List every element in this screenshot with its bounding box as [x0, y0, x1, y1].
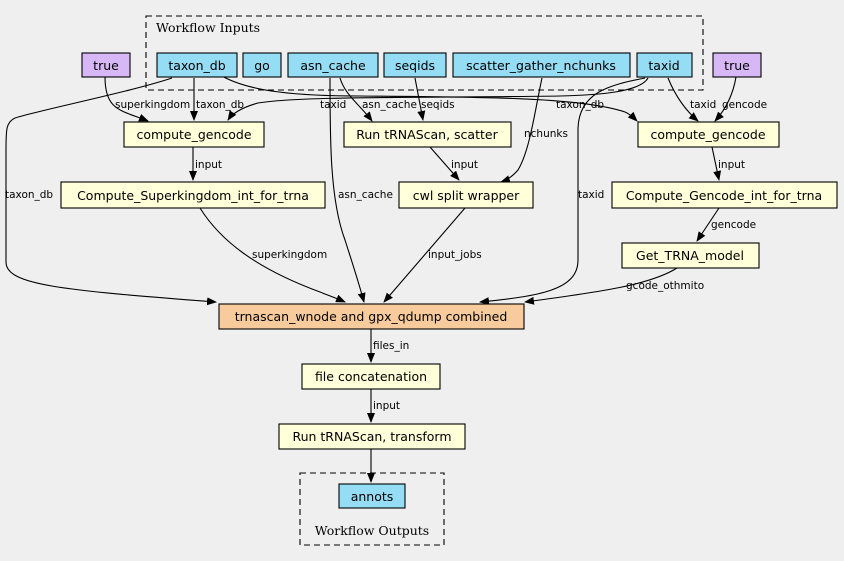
node-scatter-gather-nchunks-label: scatter_gather_nchunks: [466, 58, 616, 73]
edge-true-to-compute-gencode-left: [104, 76, 149, 122]
edge-label-taxid-mid: taxid: [578, 189, 604, 201]
edge-label-superkingdom-top: superkingdom: [115, 99, 190, 111]
edge-label-asn-cache-top: asn_cache: [362, 99, 417, 111]
node-file-concatenation[interactable]: file concatenation: [301, 363, 441, 390]
node-run-trnascan-scatter-label: Run tRNAScan, scatter: [356, 127, 498, 142]
edge-taxon-db-to-compute-gencode-right: [221, 75, 638, 122]
edge-gencode-int-to-trna-model: [696, 207, 720, 242]
input-nodes: true taxon_db go asn_cache seqids scatte…: [81, 52, 762, 78]
edge-label-input-concat: input: [373, 400, 400, 412]
edge-taxid-to-compute-gencode-right: [667, 77, 699, 122]
node-compute-gencode-left-label: compute_gencode: [136, 127, 251, 142]
step-nodes: compute_gencode Run tRNAScan, scatter co…: [60, 121, 838, 450]
edge-taxon-db-to-combined: [5, 77, 217, 306]
node-true-left[interactable]: true: [81, 52, 131, 78]
node-true-right[interactable]: true: [712, 52, 762, 78]
edge-asn-cache-to-scatter: [339, 77, 373, 122]
edge-seqids-to-scatter: [414, 77, 426, 121]
node-trnascan-combined-label: trnascan_wnode and gpx_qdump combined: [235, 309, 508, 324]
workflow-inputs-cluster: Workflow Inputs: [145, 15, 704, 91]
node-get-trna-model[interactable]: Get_TRNA_model: [621, 242, 760, 269]
node-compute-gencode-int[interactable]: Compute_Gencode_int_for_trna: [611, 181, 838, 209]
node-seqids-label: seqids: [395, 58, 435, 73]
node-compute-gencode-int-label: Compute_Gencode_int_for_trna: [626, 188, 822, 203]
edge-nchunks-to-split: [500, 77, 543, 183]
node-run-trnascan-transform-label: Run tRNAScan, transform: [292, 429, 451, 444]
edge-label-taxon-db-cgr: taxon_db: [556, 99, 604, 111]
node-run-trnascan-transform[interactable]: Run tRNAScan, transform: [278, 423, 466, 450]
node-asn-cache[interactable]: asn_cache: [287, 52, 379, 78]
edge-true-to-compute-gencode-right: [714, 76, 737, 122]
node-trnascan-combined[interactable]: trnascan_wnode and gpx_qdump combined: [218, 303, 525, 330]
node-asn-cache-label: asn_cache: [300, 58, 366, 73]
workflow-outputs-label: Workflow Outputs: [315, 523, 429, 538]
node-get-trna-model-label: Get_TRNA_model: [636, 248, 744, 263]
node-seqids[interactable]: seqids: [383, 52, 447, 78]
edge-scatter-to-split: [429, 146, 460, 181]
edge-taxid-to-combined: [479, 77, 646, 306]
edge-label-gcode-othmito: gcode_othmito: [626, 280, 704, 292]
edge-label-files-in: files_in: [373, 340, 409, 352]
node-annots-label: annots: [351, 489, 394, 504]
edge-cg-to-gencode-int: [711, 146, 722, 181]
edge-taxid-to-compute-gencode-left: [227, 77, 649, 121]
edge-label-input-split: input: [451, 159, 478, 171]
node-taxid[interactable]: taxid: [636, 52, 693, 78]
node-true-right-label: true: [724, 58, 750, 73]
edge-label-asn-cache-mid: asn_cache: [338, 189, 393, 201]
node-annots[interactable]: annots: [338, 483, 406, 509]
edge-trna-model-to-combined: [524, 267, 678, 305]
edge-label-seqids-top: seqids: [421, 99, 455, 111]
edge-label-gencode-top: gencode: [722, 99, 767, 111]
node-taxon-db[interactable]: taxon_db: [156, 52, 238, 78]
edge-label-taxid-cgl: taxid: [320, 99, 346, 111]
edge-label-taxon-db-cg: taxon_db: [196, 99, 244, 111]
node-compute-gencode-left[interactable]: compute_gencode: [123, 121, 265, 148]
edge-split-to-combined: [383, 207, 466, 303]
edge-superkingdom-to-combined: [199, 207, 346, 303]
node-taxid-label: taxid: [648, 58, 679, 73]
edge-label-taxid-cgr: taxid: [690, 99, 716, 111]
workflow-inputs-label: Workflow Inputs: [156, 20, 260, 35]
node-run-trnascan-scatter[interactable]: Run tRNAScan, scatter: [343, 121, 512, 148]
edge-label-taxon-db-left: taxon_db: [5, 189, 53, 201]
edge-label-input-gi: input: [718, 159, 745, 171]
node-file-concatenation-label: file concatenation: [315, 369, 427, 384]
edge-label-input-sk: input: [195, 159, 222, 171]
node-taxon-db-label: taxon_db: [168, 58, 225, 73]
node-compute-gencode-right-label: compute_gencode: [650, 127, 765, 142]
node-go[interactable]: go: [242, 52, 282, 78]
edge-label-input-jobs: input_jobs: [428, 249, 482, 261]
node-compute-superkingdom[interactable]: Compute_Superkingdom_int_for_trna: [60, 181, 326, 209]
edge-label-superkingdom-mid: superkingdom: [252, 249, 327, 261]
edges: superkingdom taxon_db taxid asn_cache se…: [5, 75, 767, 483]
node-compute-gencode-right[interactable]: compute_gencode: [637, 121, 780, 148]
edge-label-gencode-mid: gencode: [711, 219, 756, 231]
node-scatter-gather-nchunks[interactable]: scatter_gather_nchunks: [452, 52, 631, 78]
node-true-left-label: true: [93, 58, 119, 73]
node-compute-superkingdom-label: Compute_Superkingdom_int_for_trna: [77, 188, 309, 203]
edge-label-nchunks: nchunks: [524, 128, 568, 140]
node-cwl-split-wrapper-label: cwl split wrapper: [413, 188, 520, 203]
edge-asn-cache-to-combined: [329, 77, 366, 303]
node-cwl-split-wrapper[interactable]: cwl split wrapper: [398, 181, 534, 209]
node-go-label: go: [254, 58, 270, 73]
